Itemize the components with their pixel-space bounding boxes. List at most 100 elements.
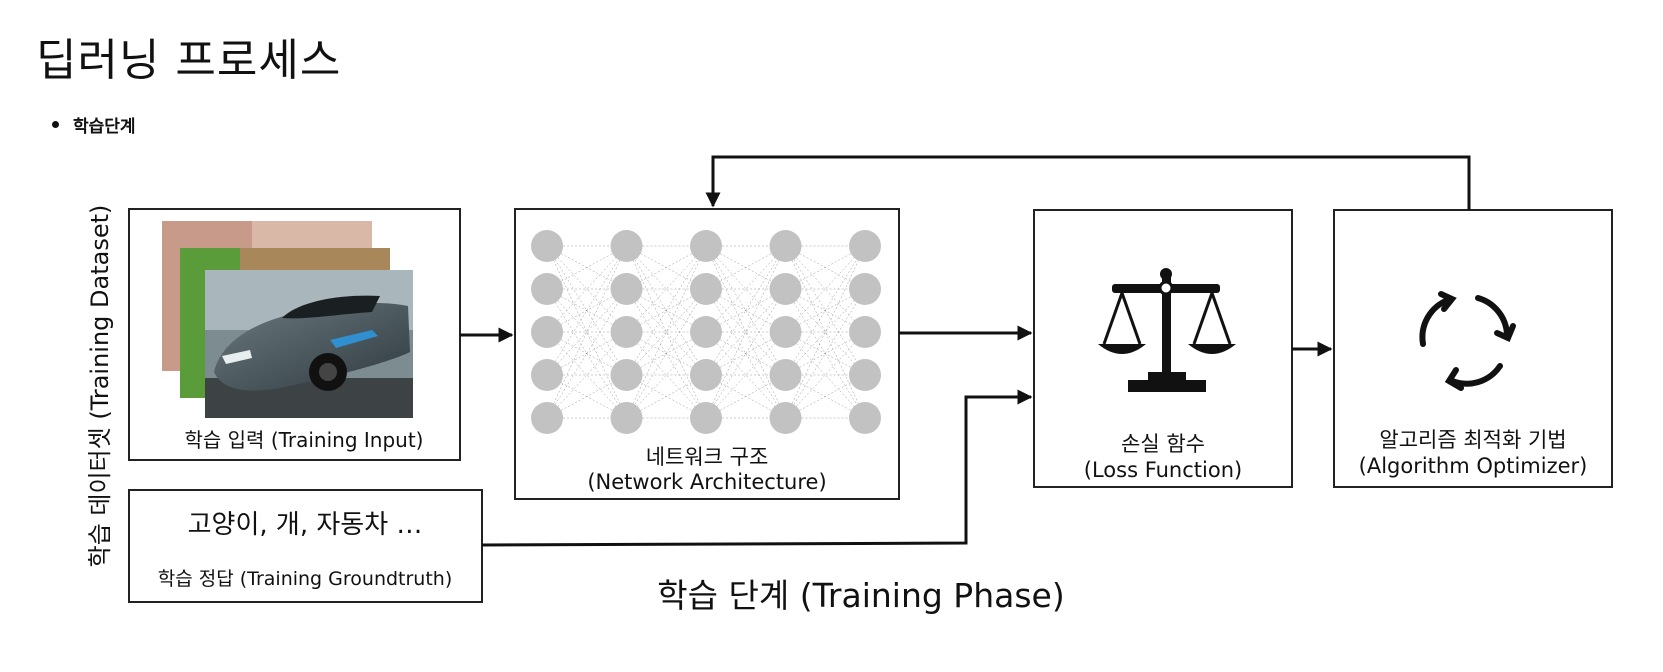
network-node: [531, 402, 563, 434]
groundtruth-to-loss-arrow: [481, 389, 1033, 547]
network-edge: [785, 245, 866, 419]
network-edge: [626, 245, 707, 333]
network-edge: [705, 288, 786, 419]
network-edge: [626, 288, 707, 419]
training-input-label: 학습 입력 (Training Input): [185, 428, 424, 452]
refresh-cycle-icon: [1419, 291, 1516, 391]
network-edge: [705, 331, 786, 419]
network-node: [769, 402, 802, 434]
bullet-label: 학습단계: [73, 117, 136, 137]
network-edge: [785, 245, 866, 290]
network-edge: [546, 288, 627, 419]
network-edge: [626, 245, 707, 419]
network-node: [610, 230, 643, 262]
network-node: [690, 402, 722, 434]
optimizer-label-en: (Algorithm Optimizer): [1359, 454, 1588, 478]
network-edge: [705, 245, 786, 419]
network-edge: [546, 288, 627, 376]
network-edge: [785, 331, 866, 376]
network-edge: [626, 245, 707, 419]
network-edge: [785, 245, 866, 419]
network-edge: [785, 374, 866, 419]
network-edge: [705, 245, 786, 419]
network-edge: [785, 288, 866, 376]
network-edge: [546, 331, 627, 376]
network-edge: [785, 288, 866, 419]
network-edge: [546, 245, 627, 333]
bullet-dot: [52, 121, 59, 128]
network-edge: [705, 288, 786, 376]
algorithm-optimizer-box: 알고리즘 최적화 기법 (Algorithm Optimizer): [1333, 209, 1613, 488]
network-edge: [546, 288, 627, 333]
network-edge: [626, 288, 707, 419]
training-groundtruth-box: 고양이, 개, 자동차 … 학습 정답 (Training Groundtrut…: [128, 489, 483, 603]
network-edge: [626, 245, 707, 376]
network-edge: [705, 288, 786, 419]
network-edge: [626, 374, 707, 419]
network-edge: [626, 331, 707, 419]
network-node: [531, 359, 563, 391]
network-edge: [785, 245, 866, 333]
network-edge: [785, 288, 866, 333]
network-node: [849, 230, 881, 262]
network-edge: [705, 288, 786, 376]
network-edge: [705, 331, 786, 376]
optimizer-feedback-arrow: [705, 155, 1471, 210]
network-edge: [626, 288, 707, 333]
loss-label-ko: 손실 함수: [1121, 432, 1205, 456]
network-edge: [705, 245, 786, 376]
groundtruth-examples: 고양이, 개, 자동차 …: [188, 510, 423, 540]
network-edge: [705, 245, 786, 333]
network-node: [769, 273, 802, 305]
network-edge: [785, 245, 866, 376]
network-edge: [626, 331, 707, 376]
network-edge: [785, 331, 866, 419]
network-architecture-box: 네트워크 구조 (Network Architecture): [514, 208, 900, 500]
network-edge: [785, 245, 866, 333]
network-edge: [546, 245, 627, 333]
optimizer-label-ko: 알고리즘 최적화 기법: [1379, 428, 1566, 452]
network-edge: [705, 331, 786, 419]
network-edge: [785, 331, 866, 419]
network-node: [849, 359, 881, 391]
network-edge: [705, 245, 786, 290]
page-title: 딥러닝 프로세스: [36, 35, 342, 86]
network-edge: [546, 245, 627, 376]
phase-caption: 학습 단계 (Training Phase): [657, 576, 1064, 615]
network-edge: [546, 331, 627, 419]
network-nodes: [531, 230, 881, 434]
network-edge: [705, 374, 786, 419]
network-edge: [546, 331, 627, 419]
network-edge: [785, 288, 866, 419]
network-edge: [626, 245, 707, 290]
network-node: [610, 273, 643, 305]
network-node: [769, 316, 802, 348]
network-node: [769, 230, 802, 262]
network-edge: [546, 374, 627, 419]
network-edge: [546, 245, 627, 376]
network-node: [531, 273, 563, 305]
network-edge: [546, 245, 627, 419]
training-images-stack: [162, 221, 413, 418]
dataset-side-label: 학습 데이터셋 (Training Dataset): [86, 205, 114, 568]
network-edge: [546, 288, 627, 419]
network-label-ko: 네트워크 구조: [646, 445, 769, 469]
network-node: [690, 230, 722, 262]
network-edge: [626, 288, 707, 376]
network-node: [849, 402, 881, 434]
network-node: [610, 402, 643, 434]
network-node: [769, 359, 802, 391]
bullet-item: 학습단계: [52, 112, 136, 137]
network-edge: [785, 245, 866, 376]
network-edge: [626, 288, 707, 376]
loss-function-box: 손실 함수 (Loss Function): [1033, 209, 1293, 488]
network-edge: [546, 245, 627, 290]
network-edge: [626, 245, 707, 376]
network-node: [690, 273, 722, 305]
network-edge: [785, 288, 866, 376]
network-node: [610, 316, 643, 348]
network-edge: [626, 331, 707, 419]
network-label-en: (Network Architecture): [587, 470, 826, 494]
network-edge: [626, 245, 707, 333]
network-edge: [705, 288, 786, 333]
